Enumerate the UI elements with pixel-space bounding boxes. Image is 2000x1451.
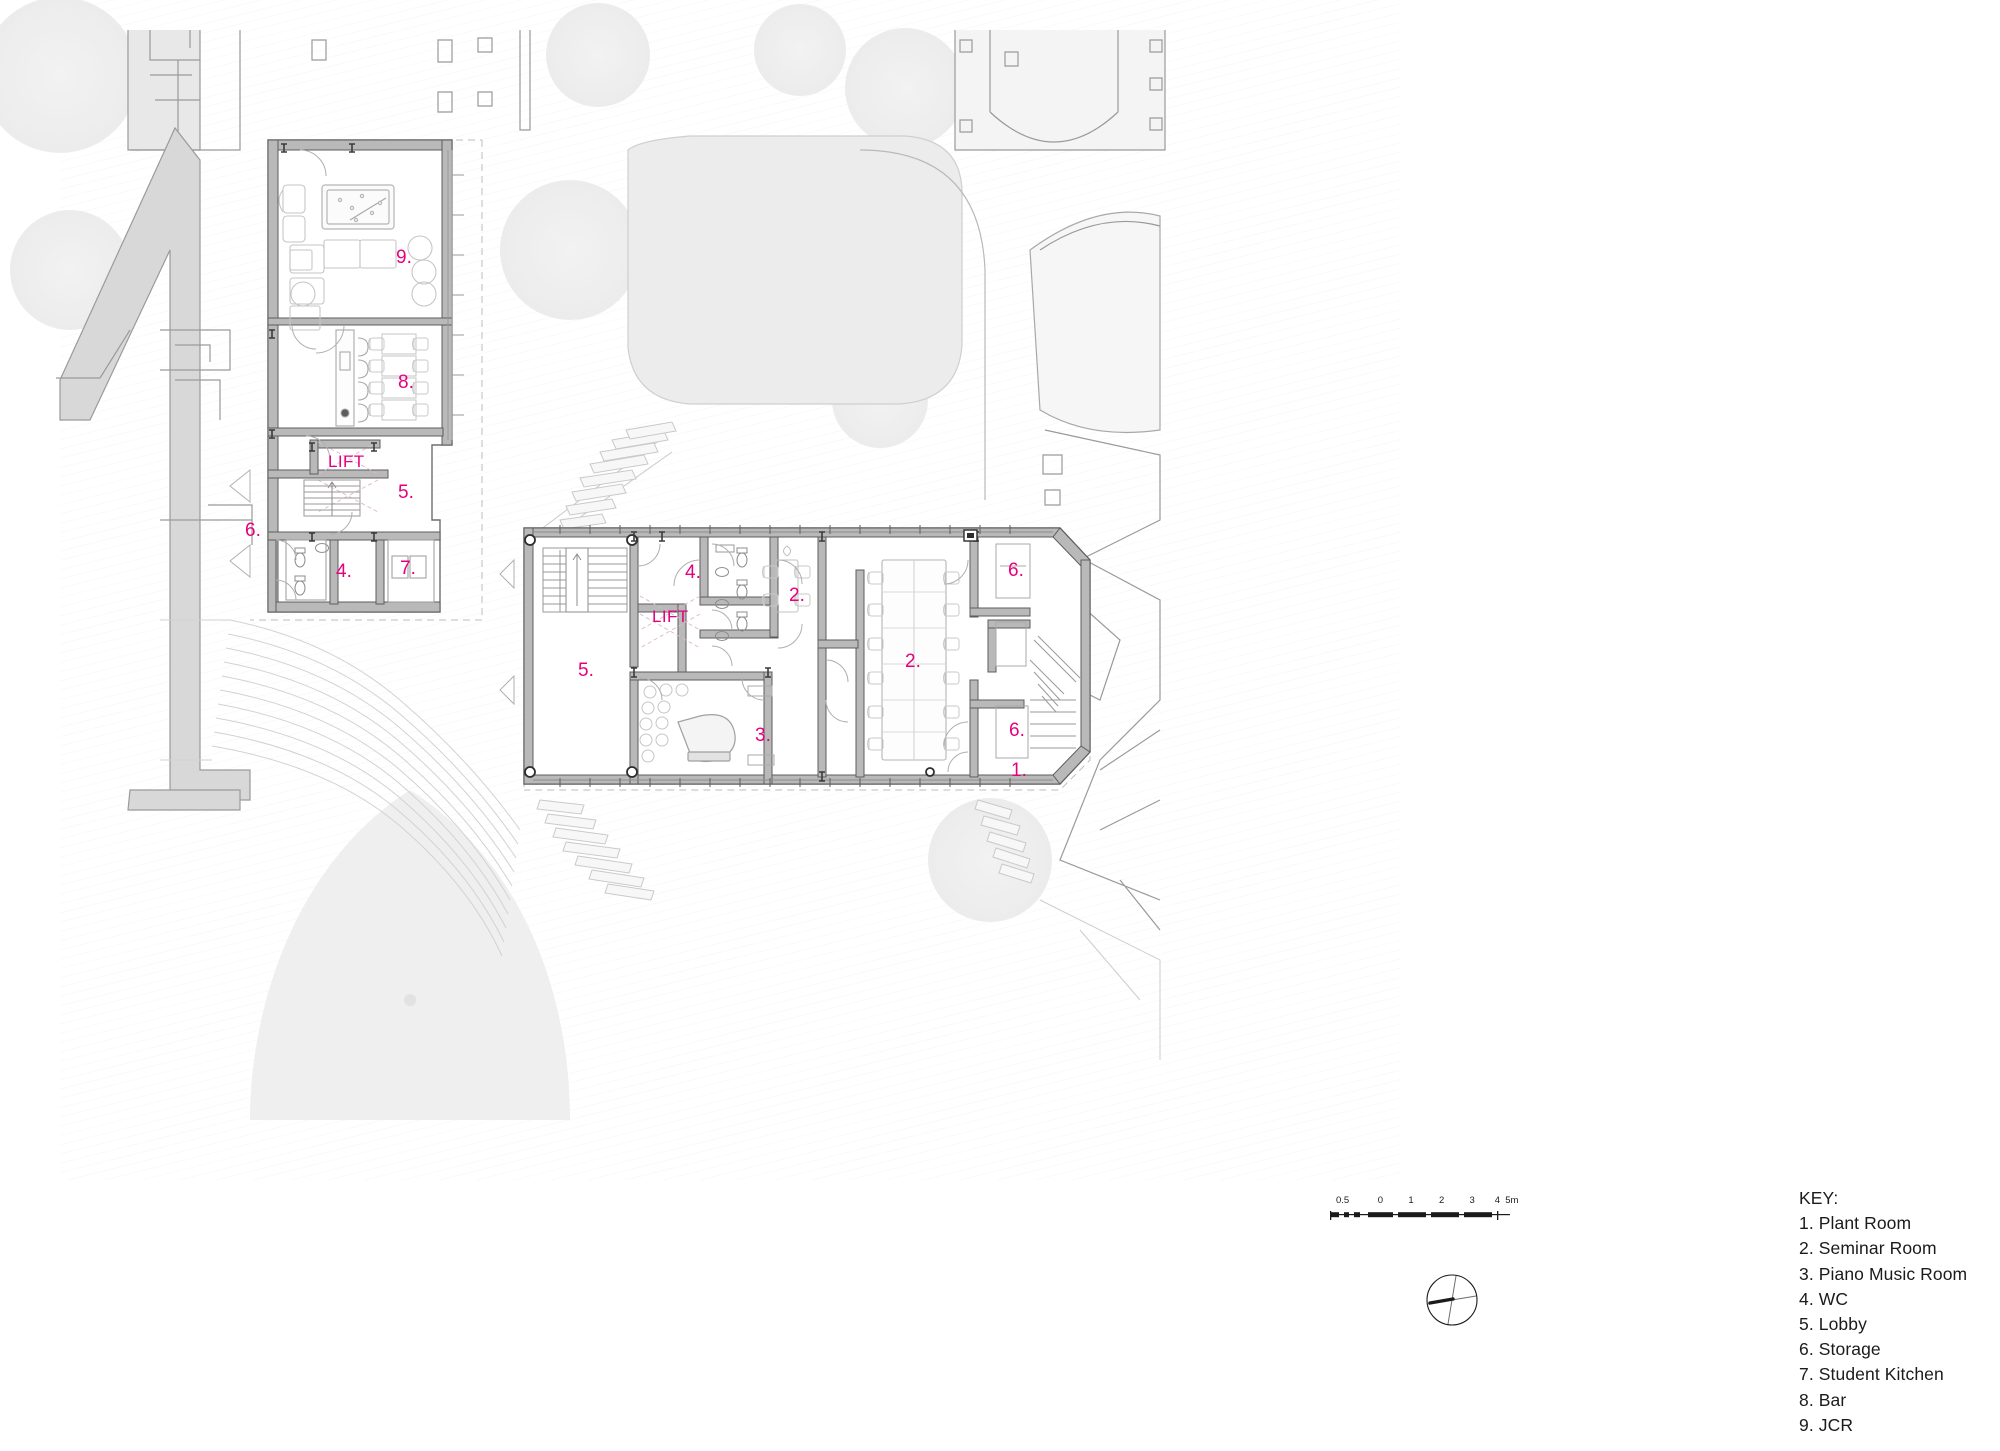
room-label-7: 7. [400,558,416,579]
scale-tick-5: 4 [1494,1195,1501,1206]
scale-bar: 0.5 0 1 2 3 4 5m [1330,1195,1518,1229]
west-building [229,139,464,613]
scale-tick-0: 0.5 [1335,1195,1350,1206]
key-item-7: 7. Student Kitchen [1799,1364,1944,1385]
piano-music-room-furniture [639,683,775,766]
scale-tick-2: 1 [1408,1195,1414,1206]
west-terrace-steps [160,619,521,957]
lift-shaft-west [317,441,379,513]
stair-east [542,547,628,613]
bar-counter [335,329,369,427]
structural-columns [524,534,935,778]
context-buildings [56,30,1166,931]
wc-fixtures-east [715,544,748,641]
lift-label-west: LIFT [328,452,365,471]
service-rooms-east [995,543,1031,759]
key-item-3: 3. Piano Music Room [1799,1263,1968,1284]
room-label-4-east: 4. [685,562,701,583]
scale-bar-labels: 0.5 0 1 2 3 4 5m [1330,1195,1518,1209]
room-label-2-small: 2. [789,585,805,606]
room-label-2: 2. [905,651,921,672]
key-item-2: 2. Seminar Room [1799,1238,1937,1259]
door-swings-east [499,543,969,773]
key-item-1: 1. Plant Room [1799,1213,1912,1234]
scale-tick-4: 3 [1469,1195,1475,1206]
room-label-5-west: 5. [398,482,414,503]
key-item-8: 8. Bar [1799,1389,1847,1410]
room-label-4-west: 4. [336,561,352,582]
key-item-6: 6. Storage [1799,1339,1881,1360]
room-label-3: 3. [755,725,771,746]
landscape-paths [1039,899,1161,1060]
key-item-9: 9. JCR [1799,1414,1854,1435]
lift-label-east: LIFT [652,607,689,626]
key-legend: KEY: 1. Plant Room 2. Seminar Room 3. Pi… [1799,1186,1999,1438]
lift-shaft-east [639,595,701,649]
pool-table [321,184,395,230]
scale-tick-1: 0 [1377,1195,1384,1206]
room-label-5-east: 5. [578,660,594,681]
room-label-6-se: 6. [1009,720,1025,741]
wall-ties-west [269,143,377,542]
wc-fixtures-west [285,539,330,601]
facade-mullions [533,525,1053,787]
east-building [499,525,1091,787]
room-label-6-ne: 6. [1008,560,1024,581]
key-item-4: 4. WC [1799,1288,1849,1309]
small-meeting-table [762,545,811,613]
tree-canopies [0,0,1052,1120]
door-swings-west [229,149,353,601]
key-title: KEY: [1799,1188,1839,1208]
east-terrace-steps [536,421,1035,901]
scale-bar-graphic [1330,1211,1510,1220]
jcr-seating [278,184,437,331]
kitchen-fittings [387,539,435,603]
room-label-1: 1. [1011,760,1027,781]
scale-tick-6: 5m [1505,1195,1519,1206]
scale-tick-3: 2 [1438,1195,1445,1206]
stair-west [303,479,361,517]
room-label-9: 9. [396,247,412,268]
seminar-table [881,559,947,761]
room-label-6-west: 6. [245,520,261,541]
stair-plant [1029,635,1081,749]
room-label-8: 8. [398,372,414,393]
north-arrow [1426,1274,1478,1326]
key-item-5: 5. Lobby [1799,1314,1867,1335]
